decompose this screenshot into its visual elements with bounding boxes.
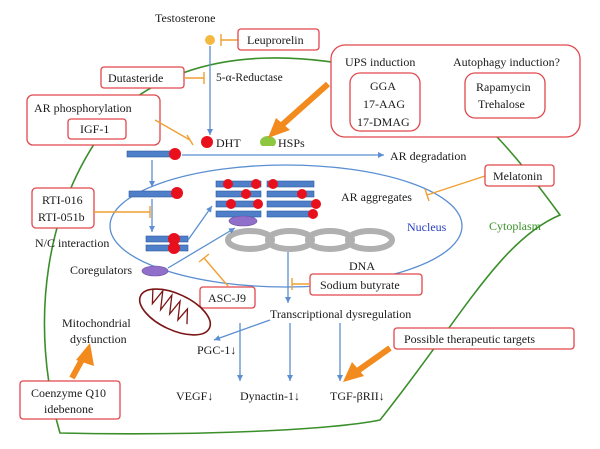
rti-box: [31, 187, 95, 229]
coregulators-label: Coregulators: [70, 263, 132, 277]
dht-icon: [201, 136, 213, 148]
ar-dimer-ligand-top: [168, 233, 180, 245]
rapamycin-label: Rapamycin: [476, 80, 531, 94]
dynactin-label: Dynactin-1↓: [240, 389, 300, 403]
nc-interaction-label: N/C interaction: [35, 236, 109, 250]
rti051b-label: RTI-051b: [38, 210, 85, 224]
autophagy-induction-label: Autophagy induction?: [453, 55, 560, 69]
17dmag-label: 17-DMAG: [357, 115, 410, 129]
mito-label-2: dysfunction: [70, 332, 127, 346]
vegf-label: VEGF↓: [176, 389, 213, 403]
ar-dimer-ligand-bottom: [168, 242, 180, 254]
melatonin-box: [484, 164, 555, 187]
to-pgc-arrow: [213, 319, 271, 341]
coq10-box: [19, 380, 121, 420]
ar-aggregates-label: AR aggregates: [341, 190, 412, 204]
dht-label: DHT: [216, 136, 241, 150]
ups-to-hsps-arrow: [268, 81, 330, 138]
igf1-box: [67, 118, 127, 140]
possible-targets-label: Possible therapeutic targets: [404, 332, 535, 346]
ar-receptor-top: [126, 150, 176, 158]
leuprorelin-box: [237, 28, 320, 51]
tgf-label: TGF-βRII↓: [330, 389, 385, 403]
dimer-to-aggregates-arrow: [187, 205, 213, 241]
coq10-arrow: [69, 343, 94, 380]
coregulator-icon: [141, 265, 169, 277]
leuprorelin-inhibitor: [220, 34, 238, 46]
mito-label-1: Mitochondrial: [62, 316, 131, 330]
rti016-label: RTI-016: [42, 193, 83, 207]
dutasteride-inhibitor: [184, 72, 205, 84]
trehalose-label: Trehalose: [478, 97, 525, 111]
igf1-label: IGF-1: [80, 122, 109, 136]
dna-label: DNA: [349, 259, 375, 273]
ar-aggregates-cluster: [215, 179, 321, 219]
ar-dimer-bottom: [145, 244, 189, 252]
ar-receptor-second: [128, 190, 178, 198]
coq10-label-2: idebenone: [44, 402, 93, 416]
melatonin-inhibitor: [424, 175, 486, 202]
transcriptional-dysregulation-label: Transcriptional dysregulation: [270, 307, 411, 321]
mitochondrion-icon: [138, 288, 212, 336]
igf1-inhibitor: [154, 119, 194, 146]
hsp-icon: [259, 136, 276, 146]
possible-targets-arrow: [343, 345, 392, 382]
ar-phosphorylation-label: AR phosphorylation: [34, 101, 132, 115]
17aag-label: 17-AAG: [363, 97, 405, 111]
possible-targets-box: [393, 327, 575, 350]
rti-inhibitor: [94, 206, 151, 218]
coq10-label-1: Coenzyme Q10: [31, 386, 106, 400]
leuprorelin-label: Leuprorelin: [247, 33, 304, 47]
ar-ligand-second: [171, 187, 183, 199]
coregulator-arrow: [167, 227, 236, 269]
coregulator-bound: [228, 215, 258, 227]
ar-dimer-top: [145, 235, 189, 243]
ar-degradation-label: AR degradation: [390, 149, 466, 163]
ascj9-inhibitor: [198, 253, 229, 287]
cytoplasm-label: Cytoplasm: [489, 219, 542, 233]
ups-induction-label: UPS induction: [345, 55, 415, 69]
ups-drugs-box: [349, 72, 421, 132]
dutasteride-label: Dutasteride: [108, 71, 163, 85]
nucleus-membrane: [109, 164, 463, 288]
gga-label: GGA: [370, 79, 396, 93]
testosterone-label: Testosterone: [155, 11, 215, 25]
pgc-label: PGC-1↓: [197, 343, 236, 357]
reductase-label: 5-α-Reductase: [216, 72, 283, 84]
testosterone-icon: [205, 35, 215, 45]
melatonin-label: Melatonin: [493, 169, 542, 183]
hsps-label: HSPs: [278, 136, 305, 150]
dna-icon: [225, 228, 395, 252]
sodium-butyrate-label: Sodium butyrate: [320, 278, 400, 292]
autophagy-drugs-box: [464, 72, 546, 119]
ascj9-label: ASC-J9: [208, 291, 246, 305]
ascj9-box: [199, 286, 256, 309]
nucleus-label: Nucleus: [407, 220, 447, 234]
ar-ligand-top: [169, 148, 181, 160]
sodium-butyrate-inhibitor: [291, 278, 310, 290]
